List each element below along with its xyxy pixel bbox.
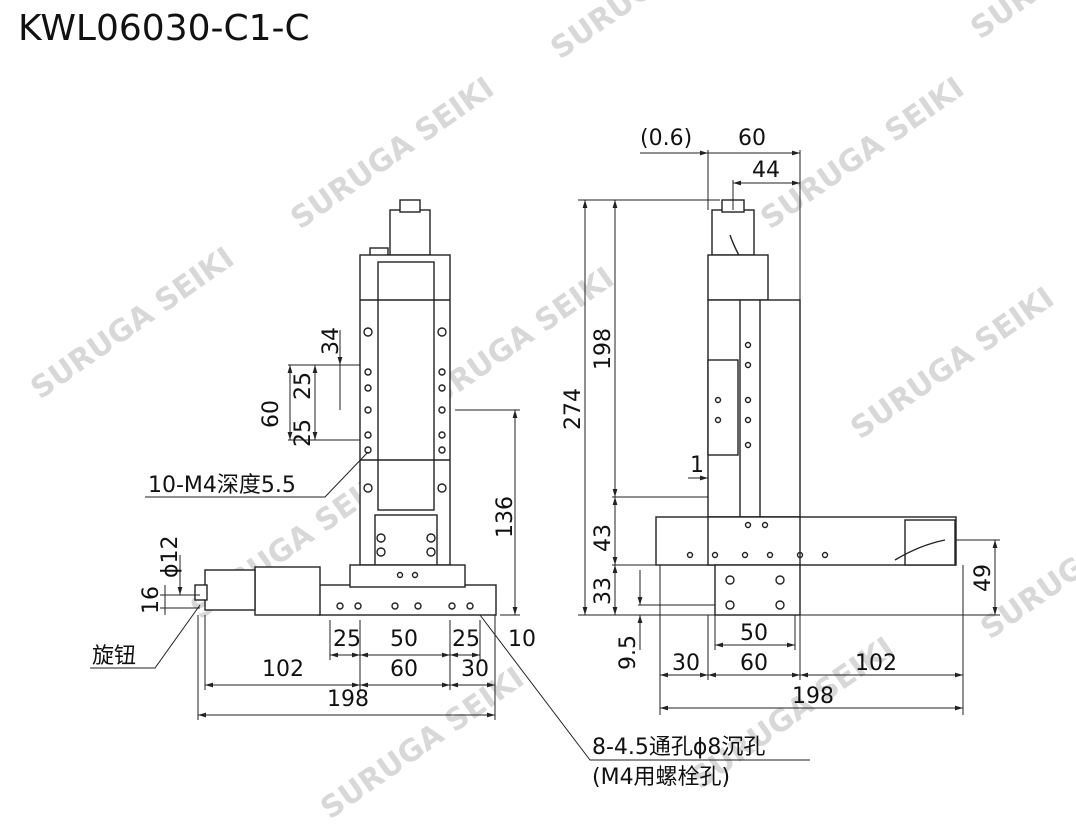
dim-phi12: ϕ12 bbox=[158, 535, 183, 578]
dim-198-vertical: 198 bbox=[591, 328, 616, 370]
side-motor bbox=[711, 209, 755, 256]
watermarks: SURUGA SEIKI SURUGA SEIKI SURUGA SEIKI S… bbox=[25, 0, 1076, 827]
dim-198-bottom: 198 bbox=[327, 687, 369, 712]
dim-25-upper: 25 bbox=[291, 372, 316, 400]
dim-25-bottom-left: 25 bbox=[333, 627, 361, 652]
dim-60-side-bottom: 60 bbox=[740, 651, 768, 676]
dim-43: 43 bbox=[591, 524, 616, 552]
dim-34: 34 bbox=[319, 327, 344, 355]
front-view bbox=[194, 199, 497, 616]
note-through-holes-line1: 8-4.5通孔ϕ8沉孔 bbox=[592, 735, 765, 760]
dim-10-bottom: 10 bbox=[508, 627, 536, 652]
knob-shape bbox=[194, 584, 208, 601]
vertical-carriage bbox=[377, 261, 435, 511]
watermark: SURUGA SEIKI bbox=[975, 481, 1076, 647]
dim-1: 1 bbox=[690, 453, 704, 478]
dim-25-lower: 25 bbox=[291, 419, 316, 447]
watermark: SURUGA SEIKI bbox=[25, 241, 241, 407]
motor-side bbox=[254, 566, 321, 616]
motor-body bbox=[389, 209, 431, 256]
dim-198-side-bottom: 198 bbox=[792, 684, 834, 709]
watermark: SURUGA SEIKI bbox=[545, 0, 761, 67]
dim-33: 33 bbox=[591, 577, 616, 605]
dim-49: 49 bbox=[971, 564, 996, 592]
watermark: SURUGA SEIKI bbox=[755, 71, 971, 237]
dim-60-bottom: 60 bbox=[390, 657, 418, 682]
front-dimensions bbox=[90, 330, 810, 761]
side-lower-block bbox=[714, 564, 801, 616]
front-dimension-labels: 34 25 60 25 136 ϕ12 16 25 50 25 10 102 6… bbox=[92, 327, 765, 790]
note-knob: 旋钮 bbox=[92, 644, 136, 669]
dim-136: 136 bbox=[493, 496, 518, 538]
side-dimension-labels: (0.6) 60 44 274 198 1 43 33 9.5 49 50 30… bbox=[561, 126, 996, 709]
dim-30-bottom: 30 bbox=[461, 657, 489, 682]
side-dimensions bbox=[578, 150, 1000, 715]
watermark: SURUGA SEIKI bbox=[845, 281, 1061, 447]
dim-9-5: 9.5 bbox=[616, 635, 641, 670]
side-view bbox=[655, 199, 957, 616]
dim-274: 274 bbox=[561, 388, 586, 430]
base-stage bbox=[317, 584, 497, 616]
bracket bbox=[374, 514, 438, 566]
dim-102-side-bottom: 102 bbox=[855, 651, 897, 676]
dim-16: 16 bbox=[139, 586, 164, 614]
dim-0-6: (0.6) bbox=[640, 126, 692, 151]
note-tapped-holes: 10-M4深度5.5 bbox=[148, 473, 296, 498]
dim-60-vertical: 60 bbox=[259, 400, 284, 428]
dim-60-top: 60 bbox=[738, 126, 766, 151]
dim-102-bottom: 102 bbox=[262, 657, 304, 682]
dim-50-bottom: 50 bbox=[390, 627, 418, 652]
dim-25-bottom-right: 25 bbox=[452, 627, 480, 652]
dim-30-side-bottom: 30 bbox=[672, 651, 700, 676]
drawing-title: KWL06030-C1-C bbox=[18, 8, 310, 49]
dim-44: 44 bbox=[752, 158, 780, 183]
dim-50-side-bottom: 50 bbox=[740, 621, 768, 646]
watermark: SURUGA SEIKI bbox=[965, 0, 1076, 47]
note-through-holes-line2: (M4用螺栓孔) bbox=[592, 765, 730, 790]
